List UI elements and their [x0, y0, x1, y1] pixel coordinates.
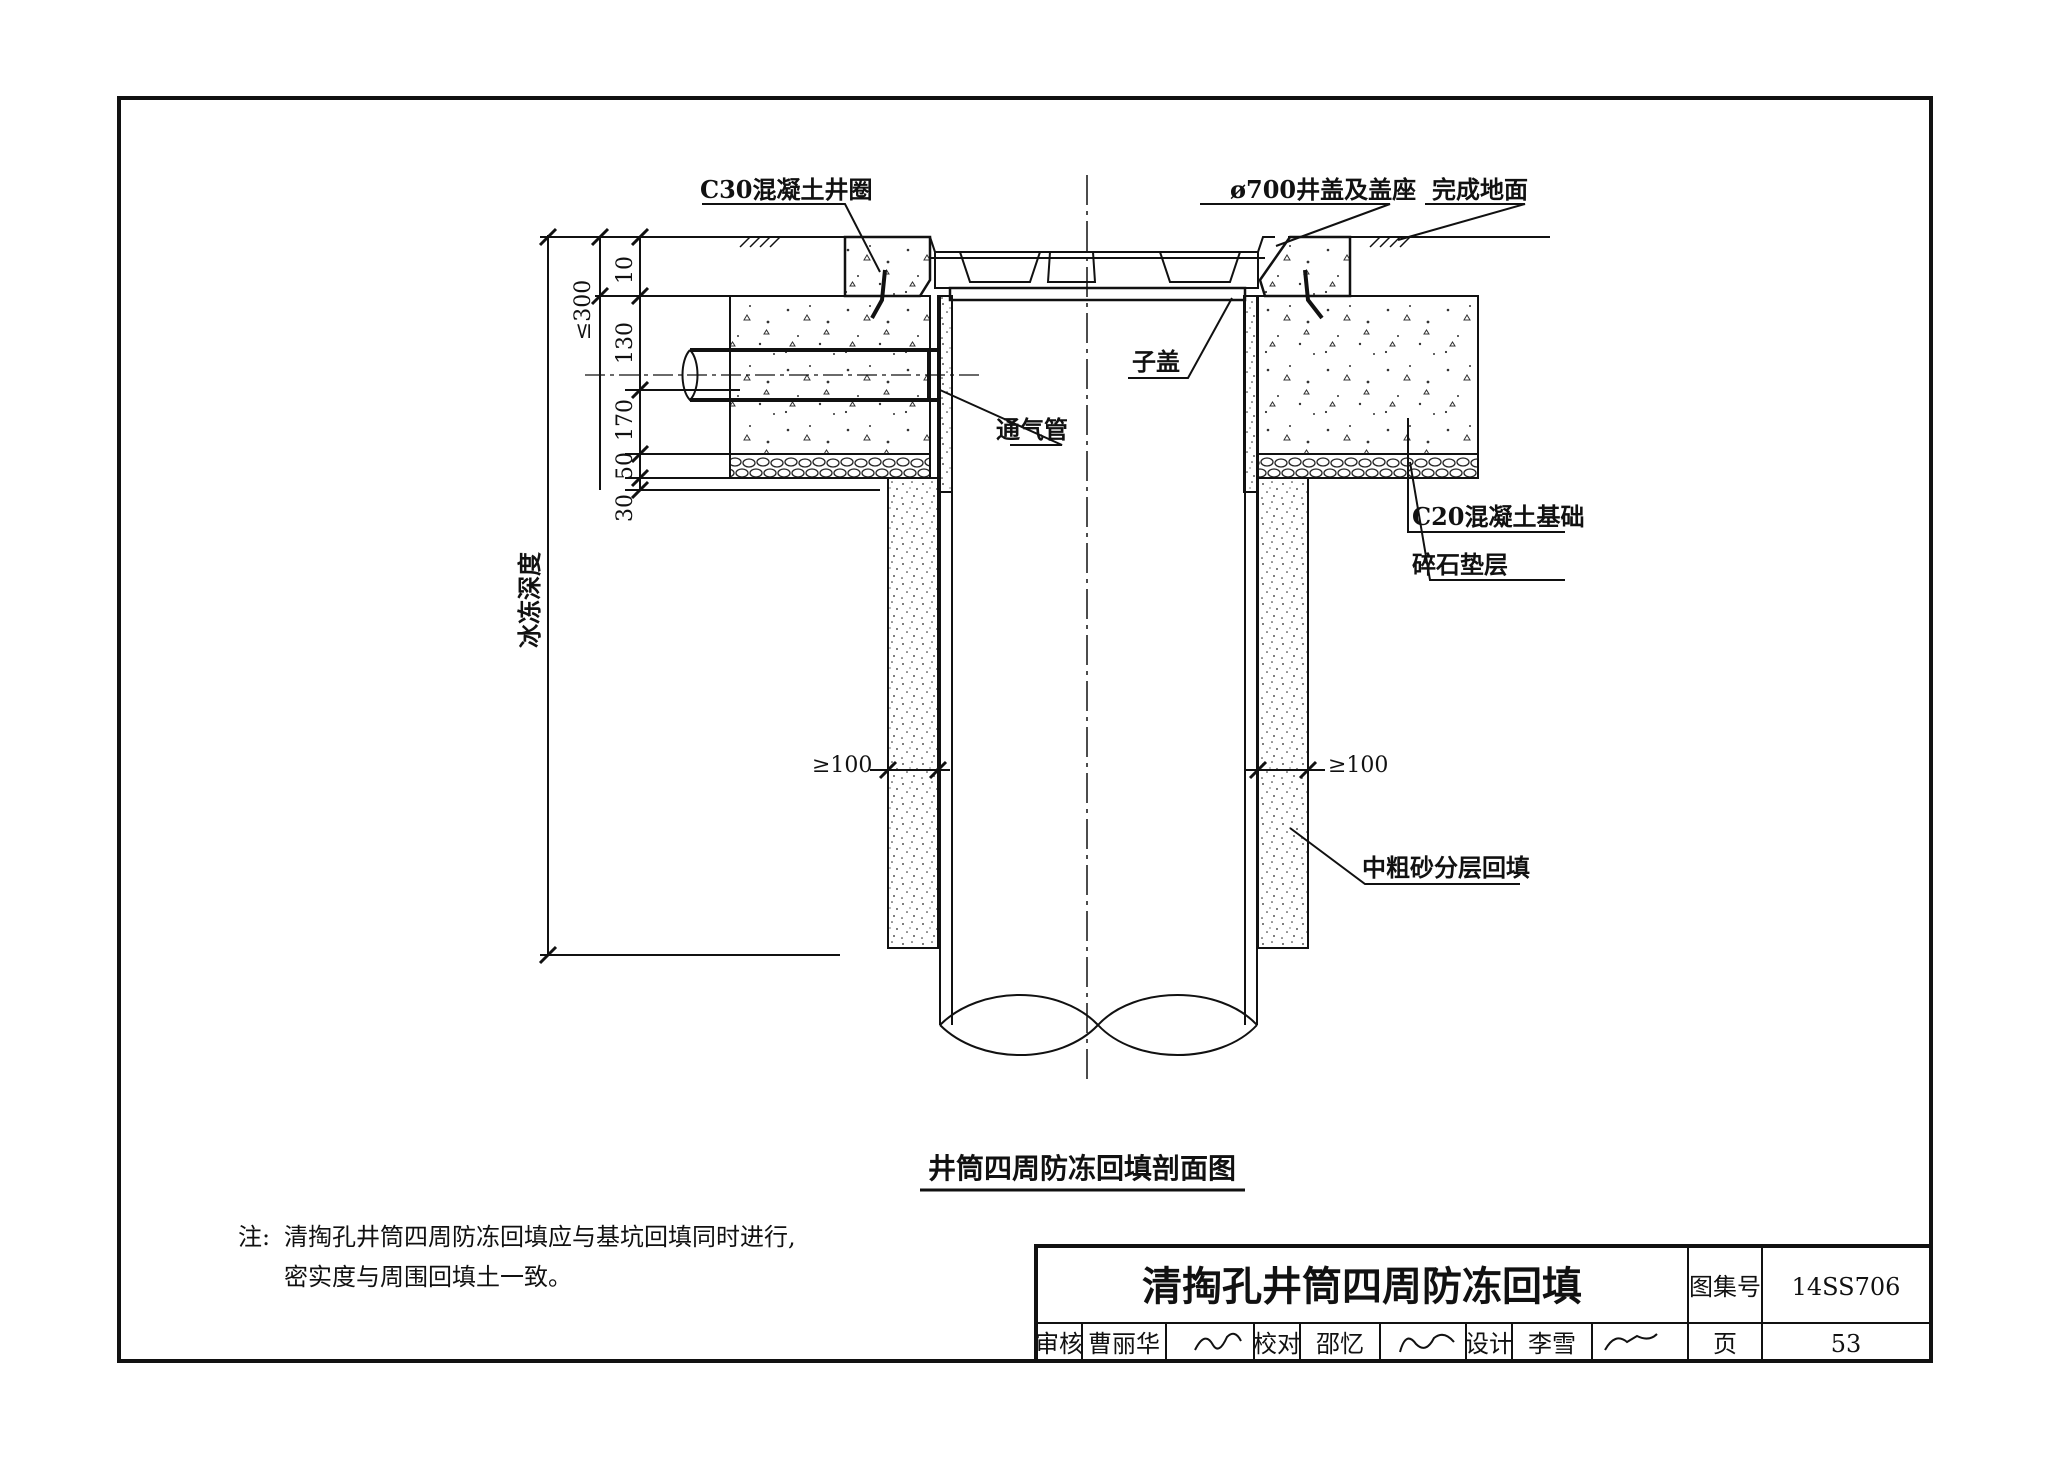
- atlas-label: 图集号: [1689, 1273, 1761, 1301]
- c30-concrete-ring: [843, 235, 1352, 320]
- label-gravel: 碎石垫层: [1412, 550, 1508, 579]
- title-block: [1034, 1244, 1933, 1363]
- section-title: 井筒四周防冻回填剖面图: [928, 1152, 1236, 1185]
- review-name: 曹丽华: [1088, 1330, 1160, 1358]
- atlas-number: 14SS706: [1792, 1273, 1901, 1301]
- label-sub-cover: 子盖: [1132, 347, 1180, 376]
- label-frost-depth: 冰冻深度: [515, 551, 544, 648]
- note-prefix: 注:: [238, 1223, 270, 1251]
- dimension-chain: [538, 227, 880, 965]
- dim-30: 30: [613, 494, 638, 522]
- dim-300: ≤300: [571, 280, 596, 340]
- drawing-border: [117, 96, 1933, 1363]
- check-label: 校对: [1253, 1330, 1301, 1358]
- vent-pipe: [585, 348, 980, 402]
- dim-130: 130: [613, 322, 638, 364]
- manhole-cover-seat: [920, 236, 1275, 289]
- label-c20-base: C20混凝土基础: [1412, 502, 1585, 531]
- label-c30-ring: C30混凝土井圈: [700, 175, 873, 204]
- design-label: 设计: [1465, 1330, 1513, 1358]
- label-cover-seat: ø700井盖及盖座: [1230, 175, 1416, 204]
- gravel-bedding: [729, 453, 1479, 479]
- label-finished-ground: 完成地面: [1432, 175, 1528, 204]
- c20-concrete-base: [729, 295, 1479, 455]
- page-label: 页: [1713, 1330, 1737, 1358]
- dim-50: 50: [613, 452, 638, 480]
- page-number: 53: [1831, 1330, 1862, 1358]
- check-name: 邵忆: [1316, 1330, 1364, 1358]
- label-min-right: ≥100: [1328, 753, 1388, 778]
- label-vent-pipe: 通气管: [996, 415, 1068, 444]
- label-min-left: ≥100: [812, 753, 872, 778]
- signature-checker: [1399, 1333, 1455, 1353]
- shaft-pipe: [937, 295, 1259, 1056]
- dim-170: 170: [613, 399, 638, 441]
- drawing-title: 清掏孔井筒四周防冻回填: [1142, 1264, 1582, 1310]
- signature-designer: [1604, 1333, 1658, 1351]
- min-width-dims: [870, 760, 1325, 780]
- label-sand-backfill: 中粗砂分层回填: [1362, 853, 1530, 882]
- note-line-1: 清掏孔井筒四周防冻回填应与基坑回填同时进行,: [284, 1223, 796, 1251]
- review-label: 审核: [1035, 1330, 1083, 1358]
- leader-lines: [702, 203, 1565, 885]
- note-line-2: 密实度与周围回填土一致。: [284, 1263, 572, 1291]
- design-name: 李雪: [1528, 1330, 1576, 1358]
- finished-ground: [622, 236, 1550, 248]
- dim-10: 10: [613, 256, 638, 284]
- sand-backfill: [887, 477, 1309, 949]
- sub-cover: [948, 286, 1247, 302]
- signature-reviewer: [1194, 1332, 1242, 1351]
